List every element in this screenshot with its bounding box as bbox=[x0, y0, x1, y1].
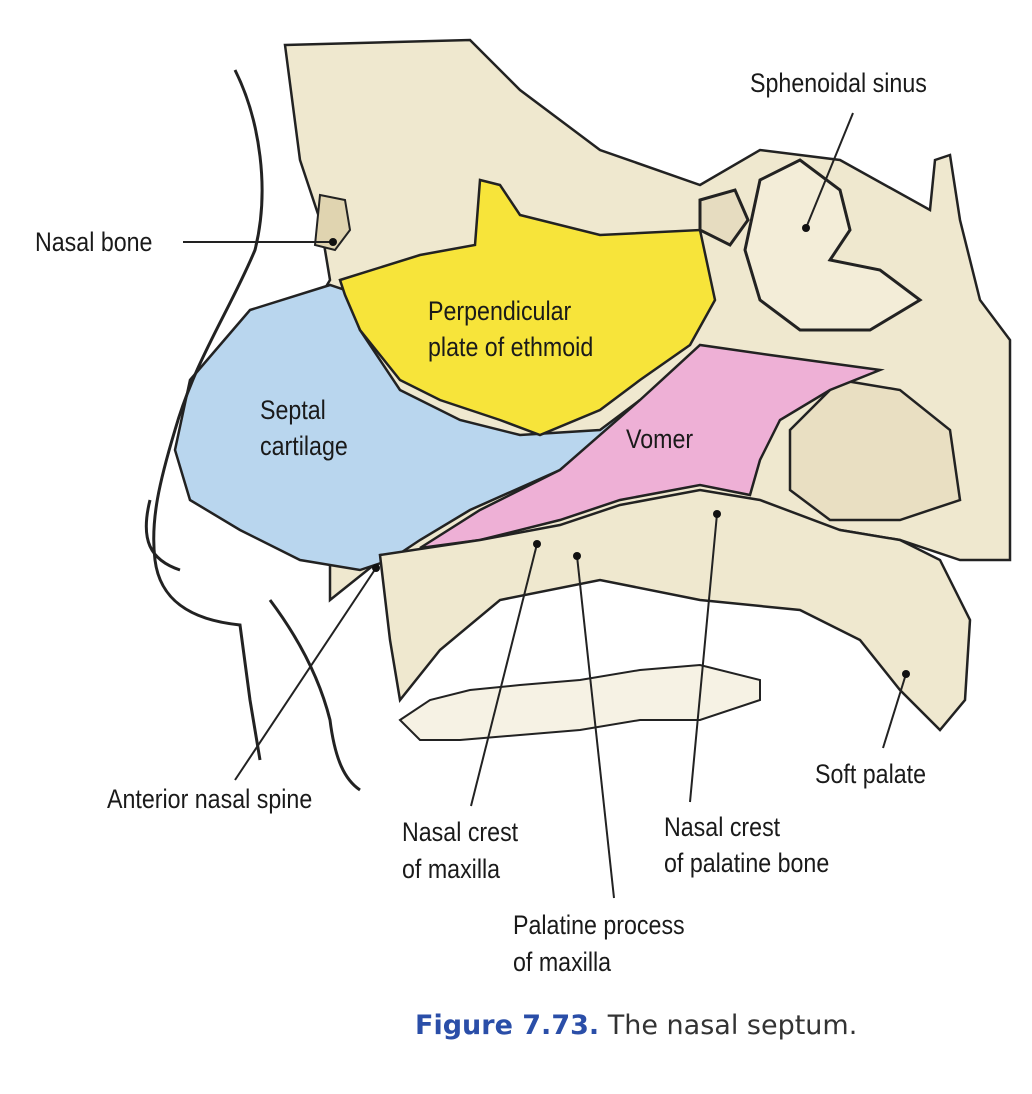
nose-outline bbox=[144, 69, 264, 761]
label-vomer: Vomer bbox=[626, 424, 694, 454]
upper-lip-outline bbox=[268, 599, 361, 792]
label-palatine-process-line1: Palatine process bbox=[513, 910, 685, 940]
dot-palatine-process bbox=[573, 552, 581, 560]
leader-sphenoidal-sinus bbox=[805, 112, 854, 229]
leader-nasal-crest-palatine bbox=[689, 513, 718, 803]
label-soft-palate: Soft palate bbox=[815, 759, 927, 789]
leader-nasal-crest-maxilla bbox=[470, 543, 538, 807]
leader-lines bbox=[183, 112, 907, 899]
dot-anterior-nasal-spine bbox=[372, 564, 380, 572]
label-septal-cartilage-line2: cartilage bbox=[260, 431, 348, 461]
label-perpendicular-plate-line1: Perpendicular bbox=[428, 296, 572, 326]
dot-sphenoidal-sinus bbox=[802, 224, 810, 232]
dot-nasal-bone bbox=[329, 238, 337, 246]
label-anterior-nasal-spine: Anterior nasal spine bbox=[107, 784, 313, 814]
nasal-septum-illustration bbox=[144, 38, 1012, 899]
label-nasal-crest-palatine-line2: of palatine bone bbox=[664, 848, 830, 878]
figure-title: The nasal septum. bbox=[607, 1010, 858, 1041]
perpendicular-plate-shape bbox=[338, 178, 717, 437]
leader-dots bbox=[329, 224, 910, 678]
label-sphenoidal-sinus: Sphenoidal sinus bbox=[750, 68, 927, 98]
dot-nasal-crest-maxilla bbox=[533, 540, 541, 548]
label-perpendicular-plate-line2: plate of ethmoid bbox=[428, 332, 594, 362]
sphenoid-small-cavity bbox=[698, 188, 750, 247]
figure-caption: Figure 7.73. The nasal septum. bbox=[415, 1010, 857, 1041]
leader-soft-palate bbox=[882, 673, 907, 749]
label-nasal-crest-maxilla-line1: Nasal crest bbox=[402, 817, 519, 847]
sphenoidal-sinus-shape bbox=[743, 158, 923, 332]
label-palatine-process-line2: of maxilla bbox=[513, 947, 612, 977]
label-septal-cartilage-line1: Septal bbox=[260, 395, 326, 425]
teeth-row bbox=[398, 663, 761, 741]
nasopharynx-cavity bbox=[788, 378, 962, 522]
leader-palatine-process bbox=[576, 555, 615, 899]
figure-number: Figure 7.73. bbox=[415, 1010, 600, 1041]
dot-nasal-crest-palatine bbox=[713, 510, 721, 518]
leader-anterior-nasal-spine bbox=[234, 567, 377, 781]
vomer-shape bbox=[419, 343, 885, 550]
label-nasal-crest-maxilla-line2: of maxilla bbox=[402, 854, 501, 884]
label-nasal-crest-palatine-line1: Nasal crest bbox=[664, 812, 781, 842]
label-nasal-bone: Nasal bone bbox=[35, 227, 153, 257]
hard-palate-shape bbox=[378, 488, 972, 732]
dot-soft-palate bbox=[902, 670, 910, 678]
nasal-bone-shape bbox=[313, 193, 352, 252]
